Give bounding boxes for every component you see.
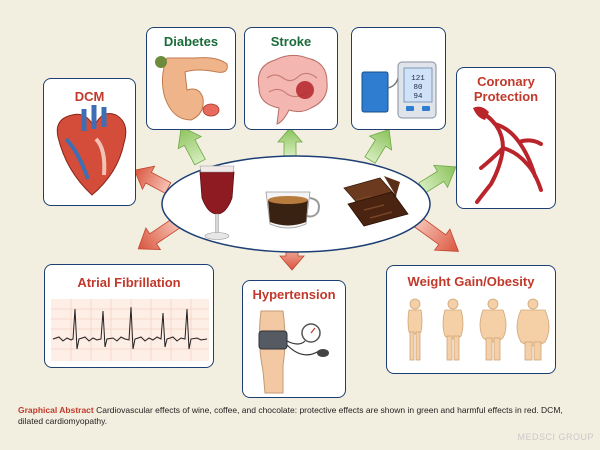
protective-arrow-stroke bbox=[277, 127, 303, 157]
wine-glass-icon bbox=[199, 165, 235, 240]
atrial-fibrillation-box: Atrial Fibrillation bbox=[44, 264, 214, 368]
body-silhouettes-icon bbox=[407, 298, 550, 361]
body-figure-3 bbox=[479, 298, 507, 361]
hypertension-title: Hypertension bbox=[252, 287, 336, 302]
dcm-box: DCM bbox=[43, 78, 136, 206]
watermark: MEDSCI GROUP bbox=[517, 432, 594, 442]
coronary-arteries-icon bbox=[473, 106, 543, 204]
diabetes-title: Diabetes bbox=[163, 34, 219, 49]
stroke-box: Stroke bbox=[244, 27, 338, 130]
coronary-title: Coronary Protection bbox=[473, 74, 539, 104]
body-figure-2 bbox=[442, 298, 464, 361]
ecg-trace-icon bbox=[51, 299, 209, 361]
bp-reading-2: 80 bbox=[413, 84, 423, 92]
coffee-cup-icon bbox=[265, 191, 320, 229]
blood-pressure-monitor-box: 121 80 94 bbox=[351, 27, 446, 130]
heart-icon bbox=[56, 105, 127, 196]
hypertension-box: Hypertension bbox=[242, 280, 346, 398]
atrial-fibrillation-title: Atrial Fibrillation bbox=[77, 275, 181, 290]
bp-reading-3: 94 bbox=[413, 93, 423, 101]
obesity-box: Weight Gain/Obesity bbox=[386, 265, 556, 374]
harmful-arrow-obesity bbox=[413, 216, 460, 252]
harmful-arrow-dcm bbox=[133, 165, 172, 194]
protective-arrow-coronary bbox=[418, 164, 457, 194]
body-figure-4 bbox=[516, 298, 550, 361]
stroke-title: Stroke bbox=[270, 34, 312, 49]
body-figure-1 bbox=[407, 298, 423, 361]
bp-monitor-icon: 121 80 94 bbox=[361, 61, 437, 119]
arm-cuff-icon bbox=[258, 310, 329, 394]
dcm-title: DCM bbox=[74, 89, 105, 104]
obesity-title: Weight Gain/Obesity bbox=[407, 274, 535, 289]
bp-reading-1: 121 bbox=[411, 75, 425, 83]
protective-arrow-diabetes bbox=[177, 126, 206, 166]
protective-arrow-blood-pressure bbox=[364, 128, 393, 164]
caption-text: Cardiovascular effects of wine, coffee, … bbox=[18, 405, 563, 426]
coronary-box: Coronary Protection bbox=[456, 67, 556, 209]
diabetes-box: Diabetes bbox=[146, 27, 236, 130]
chocolate-icon bbox=[343, 176, 409, 227]
caption-title: Graphical Abstract bbox=[18, 405, 94, 415]
brain-icon bbox=[257, 54, 328, 125]
pancreas-icon bbox=[155, 56, 228, 121]
figure-caption: Graphical Abstract Cardiovascular effect… bbox=[18, 405, 583, 427]
